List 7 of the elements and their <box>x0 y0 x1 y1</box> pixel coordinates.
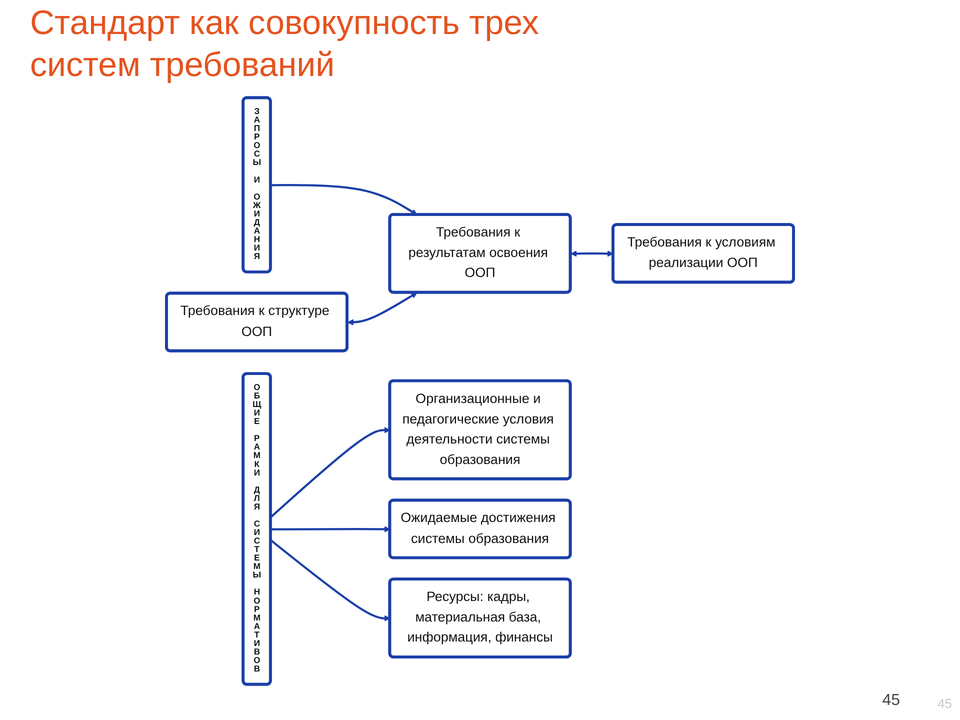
arrow <box>270 526 390 532</box>
arrow <box>347 292 418 326</box>
page-number: 45 <box>882 692 900 710</box>
slide-title: Стандарт как совокупность трех систем требований <box>30 3 540 86</box>
arrow <box>270 539 390 622</box>
arrow <box>270 184 418 216</box>
arrow <box>270 426 390 518</box>
